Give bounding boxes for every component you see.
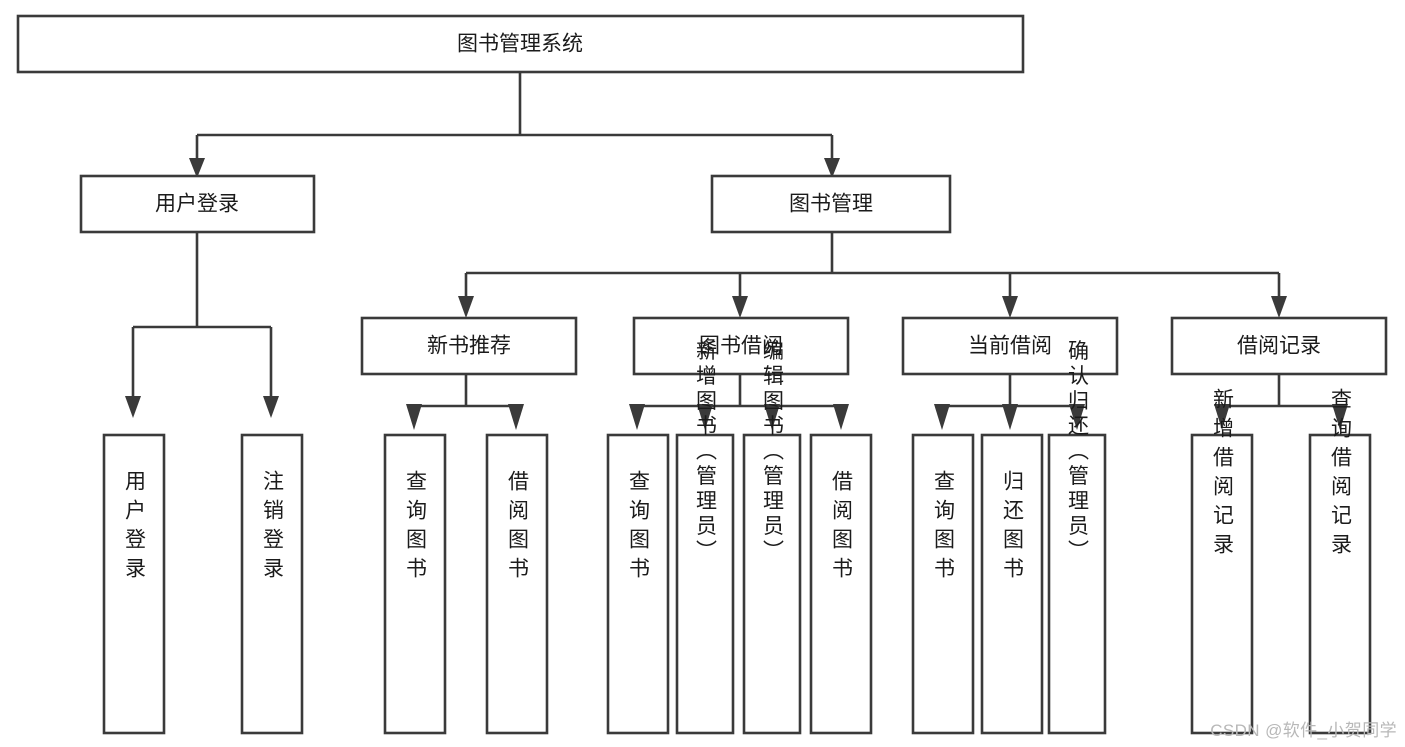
leaf-user-login-0-label: 用户登录 bbox=[123, 470, 147, 586]
node-borrow-record-label: 借阅记录 bbox=[1237, 335, 1321, 358]
leaf-borrow-record-1[interactable]: 查询借阅记录 bbox=[1308, 388, 1372, 735]
node-book-borrow-label: 图书借阅 bbox=[699, 335, 783, 358]
leaf-user-login-1[interactable]: 注销登录 bbox=[240, 433, 304, 735]
leaf-current-borrow-1-label: 归还图书 bbox=[1001, 470, 1025, 586]
node-new-book-recommend-label: 新书推荐 bbox=[427, 335, 511, 358]
node-root[interactable]: 图书管理系统 bbox=[16, 14, 1025, 74]
leaf-book-borrow-2-label: 编辑图书（管理员） bbox=[761, 340, 785, 565]
leaf-current-borrow-0[interactable]: 查询图书 bbox=[911, 433, 975, 735]
leaf-user-login-0[interactable]: 用户登录 bbox=[102, 433, 166, 735]
leaf-new-book-0[interactable]: 查询图书 bbox=[383, 433, 447, 735]
leaf-new-book-0-label: 查询图书 bbox=[404, 470, 428, 586]
leaf-current-borrow-2[interactable]: 确认归还（管理员） bbox=[1047, 340, 1107, 735]
connector-group-root bbox=[189, 72, 840, 178]
leaf-book-borrow-1-label: 新增图书（管理员） bbox=[694, 340, 718, 565]
node-new-book-recommend[interactable]: 新书推荐 bbox=[360, 316, 578, 376]
leaf-book-borrow-1[interactable]: 新增图书（管理员） bbox=[675, 340, 735, 735]
leaf-book-borrow-3-label: 借阅图书 bbox=[830, 470, 854, 586]
leaf-borrow-record-1-label: 查询借阅记录 bbox=[1329, 388, 1353, 562]
connector-group-new-book bbox=[406, 374, 524, 430]
node-root-label: 图书管理系统 bbox=[457, 33, 583, 56]
leaf-new-book-1[interactable]: 借阅图书 bbox=[485, 433, 549, 735]
leaf-book-borrow-0-label: 查询图书 bbox=[627, 470, 651, 586]
leaf-current-borrow-0-label: 查询图书 bbox=[932, 470, 956, 586]
leaf-borrow-record-0[interactable]: 新增借阅记录 bbox=[1190, 388, 1254, 735]
leaf-book-borrow-3[interactable]: 借阅图书 bbox=[809, 433, 873, 735]
leaf-current-borrow-2-label: 确认归还（管理员） bbox=[1066, 340, 1090, 565]
node-book-borrow[interactable]: 图书借阅 bbox=[632, 316, 850, 376]
leaf-new-book-1-label: 借阅图书 bbox=[506, 470, 530, 586]
connector-group-book-manage bbox=[458, 232, 1287, 318]
node-user-login-label: 用户登录 bbox=[155, 193, 239, 216]
leaf-user-login-1-label: 注销登录 bbox=[261, 470, 285, 586]
leaf-borrow-record-0-label: 新增借阅记录 bbox=[1211, 388, 1235, 562]
connector-group-book-borrow bbox=[629, 374, 849, 430]
node-book-manage-label: 图书管理 bbox=[789, 193, 873, 216]
node-user-login[interactable]: 用户登录 bbox=[79, 174, 316, 234]
node-current-borrow-label: 当前借阅 bbox=[968, 335, 1052, 358]
node-borrow-record[interactable]: 借阅记录 bbox=[1170, 316, 1388, 376]
node-book-manage[interactable]: 图书管理 bbox=[710, 174, 952, 234]
connector-group-user-login bbox=[125, 232, 279, 418]
node-current-borrow[interactable]: 当前借阅 bbox=[901, 316, 1119, 376]
watermark-text: CSDN @软件_小贺同学 bbox=[1210, 721, 1397, 740]
connector-group-borrow-record bbox=[1214, 374, 1348, 430]
leaf-book-borrow-0[interactable]: 查询图书 bbox=[606, 433, 670, 735]
connector-group-current-borrow bbox=[934, 374, 1085, 430]
leaf-current-borrow-1[interactable]: 归还图书 bbox=[980, 433, 1044, 735]
leaf-book-borrow-2[interactable]: 编辑图书（管理员） bbox=[742, 340, 802, 735]
